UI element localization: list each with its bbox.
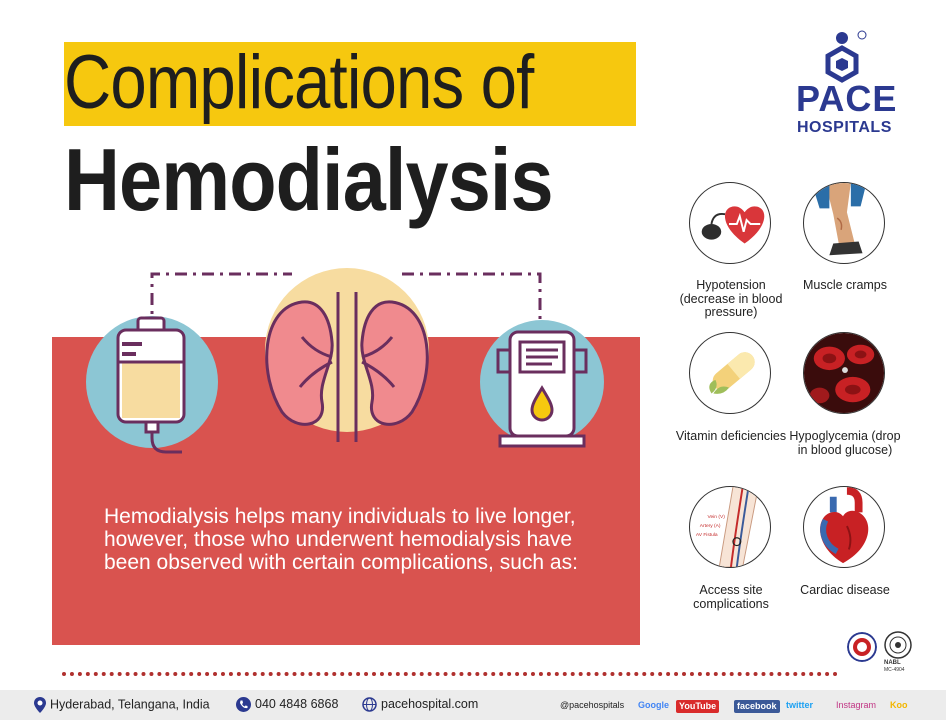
globe-icon xyxy=(362,697,377,712)
nabl-seal-icon xyxy=(884,631,912,659)
divider xyxy=(62,672,838,676)
fistula-label-av: AV Fistula xyxy=(696,532,718,538)
footer-website[interactable]: pacehospital.com xyxy=(362,697,478,712)
nabl-code: MC-4904 xyxy=(884,667,905,673)
iv-bag-icon xyxy=(116,316,186,454)
footer xyxy=(0,690,946,720)
vitamin-capsule-icon xyxy=(689,332,771,414)
blood-cells-icon xyxy=(803,332,885,414)
label-hypoglycemia: Hypoglycemia (drop in blood glucose) xyxy=(789,429,901,457)
accreditation-seal-icon xyxy=(847,632,877,662)
koo-link[interactable]: Koo xyxy=(890,700,908,710)
fistula-label-artery: Artery (A) xyxy=(700,523,721,529)
dialysis-illustration xyxy=(86,268,604,454)
label-hypotension: Hypotension (decrease in blood pressure) xyxy=(679,278,783,319)
youtube-link[interactable]: YouTube xyxy=(676,700,720,713)
google-link[interactable]: Google xyxy=(638,700,669,710)
title-highlight xyxy=(64,42,636,126)
footer-location: Hyderabad, Telangana, India xyxy=(34,697,210,713)
blood-pressure-heart-icon xyxy=(689,182,771,264)
label-access-site: Access site complications xyxy=(693,583,769,611)
av-fistula-arm-icon: Vein (V) Artery (A) AV Fistula xyxy=(689,486,771,568)
page-title-line1: Complications of xyxy=(64,40,534,125)
phone-icon xyxy=(236,697,251,713)
location-pin-icon xyxy=(34,697,46,713)
kidneys-icon xyxy=(265,292,429,442)
description-text: Hemodialysis helps many individuals to l… xyxy=(104,505,578,574)
label-cardiac-disease: Cardiac disease xyxy=(800,583,890,597)
leg-cramp-icon xyxy=(803,182,885,264)
pace-logo-icon xyxy=(825,30,867,83)
fistula-label-vein: Vein (V) xyxy=(708,514,726,520)
brand-subtitle: HOSPITALS xyxy=(797,119,892,136)
label-muscle-cramps: Muscle cramps xyxy=(802,278,888,292)
footer-phone[interactable]: 040 4848 6868 xyxy=(236,697,338,713)
twitter-link[interactable]: twitter xyxy=(786,700,813,710)
label-vitamin-deficiencies: Vitamin deficiencies xyxy=(675,429,787,443)
nabl-label: NABL xyxy=(884,660,901,666)
heart-anatomy-icon xyxy=(803,486,885,568)
facebook-link[interactable]: facebook xyxy=(734,700,780,713)
page-title-line2: Hemodialysis xyxy=(64,130,554,229)
instagram-link[interactable]: Instagram xyxy=(836,700,877,710)
brand-name: PACE xyxy=(796,78,898,119)
footer-handle: @pacehospitals xyxy=(560,700,625,710)
dialysis-machine-icon xyxy=(496,330,588,448)
